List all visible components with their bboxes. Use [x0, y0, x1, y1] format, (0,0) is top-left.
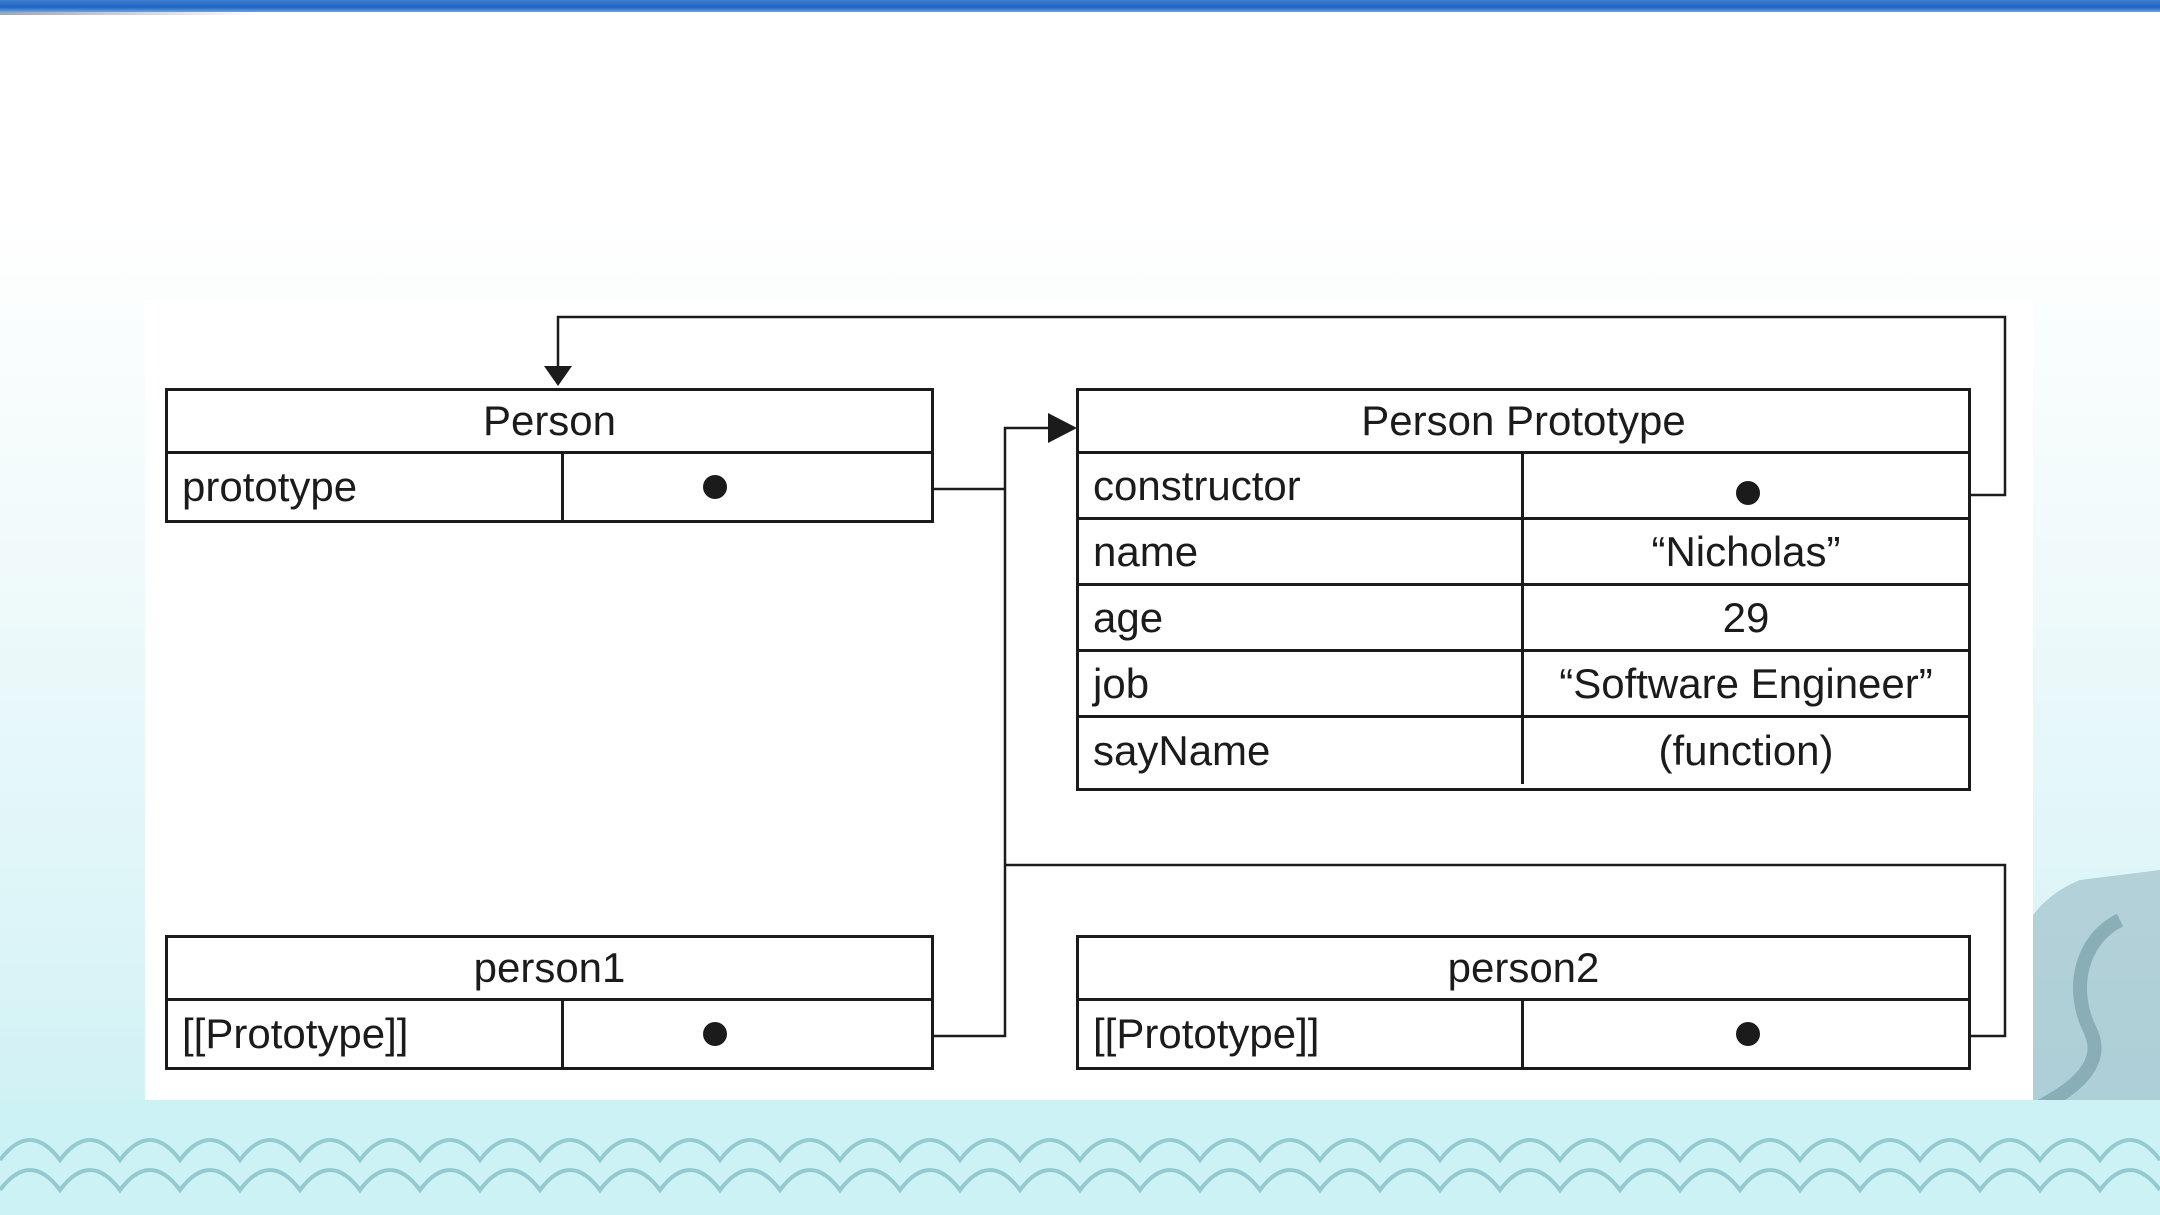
proto-key-age: age [1079, 586, 1524, 649]
proto-row-constructor: constructor [1079, 454, 1968, 520]
proto-val-name: “Nicholas” [1651, 527, 1841, 575]
person1-key-prototype: [[Prototype]] [168, 1001, 564, 1067]
person1-val-prototype [564, 1001, 931, 1067]
proto-row-job: job “Software Engineer” [1079, 652, 1968, 718]
person2-box: person2 [[Prototype]] [1076, 935, 1971, 1070]
arrowhead-person [544, 366, 572, 386]
person-box: Person prototype [165, 388, 934, 523]
person-row-prototype: prototype [168, 454, 931, 520]
pointer-dot-icon [1736, 1022, 1760, 1046]
top-accent-underline [0, 12, 260, 15]
person2-key-prototype: [[Prototype]] [1079, 1001, 1524, 1067]
pointer-dot-icon [703, 1022, 727, 1046]
waves-decoration-icon [0, 1100, 2160, 1215]
diagram-panel: Person prototype Person Prototype constr… [145, 300, 2033, 1100]
proto-val-job: “Software Engineer” [1559, 659, 1933, 707]
person1-title: person1 [168, 938, 931, 1001]
person-val-prototype [564, 454, 931, 520]
arrowhead-person-prototype [1048, 413, 1077, 443]
top-accent-bar [0, 0, 2160, 12]
proto-val-age: 29 [1722, 593, 1770, 641]
proto-key-sayname: sayName [1079, 718, 1524, 784]
person-prototype-box: Person Prototype constructor name “Nicho… [1076, 388, 1971, 791]
proto-row-sayname: sayName (function) [1079, 718, 1968, 784]
proto-row-name: name “Nicholas” [1079, 520, 1968, 586]
person-key-prototype: prototype [168, 454, 564, 520]
person2-title: person2 [1079, 938, 1968, 1001]
proto-val-sayname: (function) [1658, 727, 1834, 774]
proto-key-job: job [1079, 652, 1524, 715]
proto-row-age: age 29 [1079, 586, 1968, 652]
person1-box: person1 [[Prototype]] [165, 935, 934, 1070]
proto-key-name: name [1079, 520, 1524, 583]
person-prototype-title: Person Prototype [1079, 391, 1968, 454]
pointer-dot-icon [1736, 481, 1760, 505]
person2-row-prototype: [[Prototype]] [1079, 1001, 1968, 1067]
pointer-dot-icon [703, 475, 727, 499]
person-title: Person [168, 391, 931, 454]
person1-row-prototype: [[Prototype]] [168, 1001, 931, 1067]
proto-key-constructor: constructor [1079, 454, 1524, 517]
proto-val-constructor [1524, 454, 1968, 517]
person2-val-prototype [1524, 1001, 1968, 1067]
